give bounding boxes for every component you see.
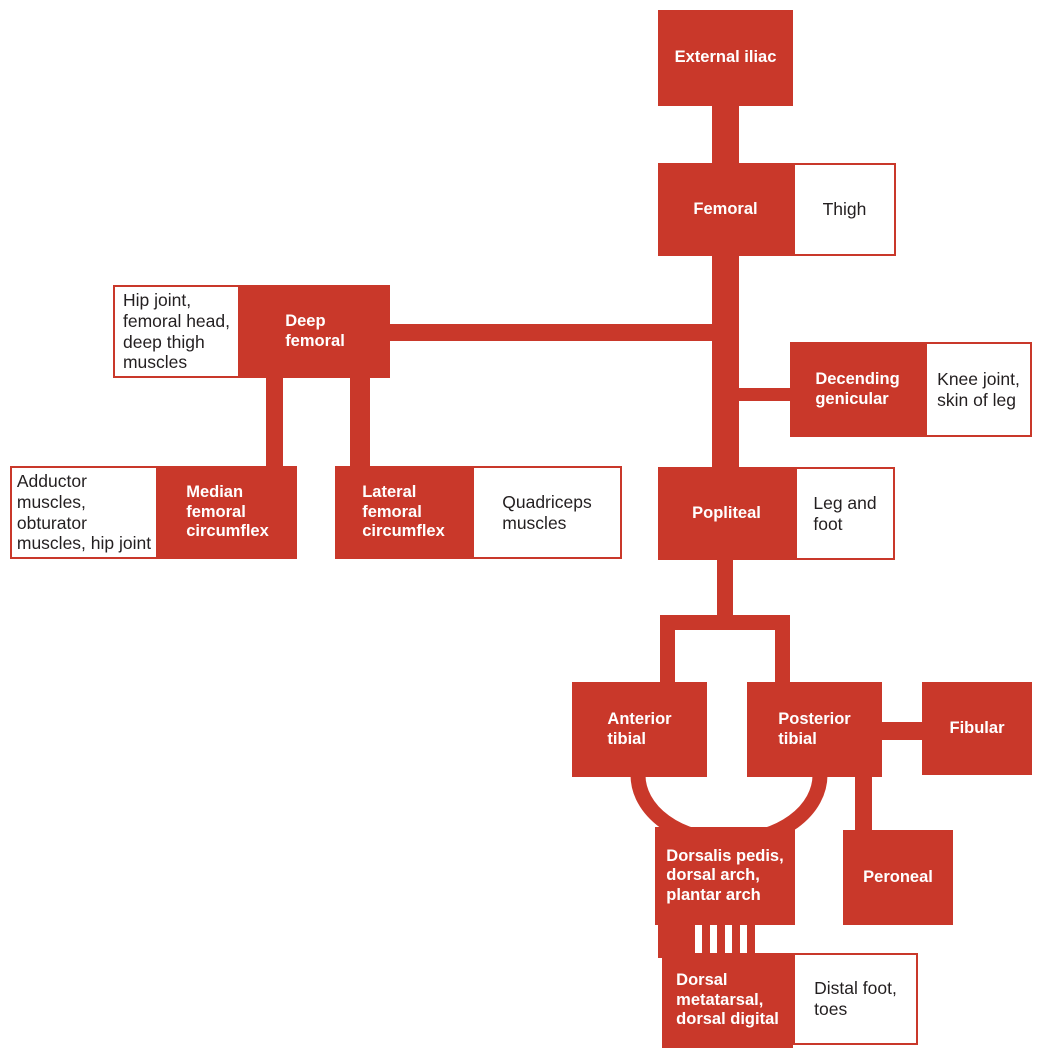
node-posterior-tibial: Posterior tibial <box>747 682 882 777</box>
node-external-iliac: External iliac <box>658 10 793 106</box>
connector-dorsalis-metatarsal-wide <box>658 920 695 958</box>
node-fibular: Fibular <box>922 682 1032 775</box>
region-knee-joint-skin-of-leg: Knee joint, skin of leg <box>925 342 1032 437</box>
connector-posterior-tibial-peroneal <box>855 774 872 834</box>
node-peroneal: Peroneal <box>843 830 953 925</box>
node-dorsalis-pedis: Dorsalis pedis, dorsal arch, plantar arc… <box>655 827 795 925</box>
region-distal-foot-toes: Distal foot, toes <box>793 953 918 1045</box>
connector-popliteal-split <box>717 557 733 617</box>
node-median-femoral-circumflex: Median femoral circumflex <box>158 466 297 559</box>
connector-femoral-popliteal <box>712 252 739 470</box>
region-leg-and-foot: Leg and foot <box>795 467 895 560</box>
connector-dorsalis-metatarsal-2 <box>717 920 725 958</box>
region-adductor-obturator-muscles: Adductor muscles, obturator muscles, hip… <box>10 466 158 559</box>
node-anterior-tibial: Anterior tibial <box>572 682 707 777</box>
node-femoral: Femoral <box>658 163 793 256</box>
connector-deep-femoral-median-circumflex <box>266 375 283 470</box>
node-lateral-femoral-circumflex: Lateral femoral circumflex <box>335 466 472 559</box>
region-hip-joint-femoral-head: Hip joint, femoral head, deep thigh musc… <box>113 285 240 378</box>
node-popliteal: Popliteal <box>658 467 795 560</box>
connector-split-anterior-tibial <box>660 615 675 685</box>
connector-deep-femoral-lateral-circumflex <box>350 375 370 470</box>
connector-femoral-descending-genicular <box>736 388 794 401</box>
connector-femoral-deep-femoral <box>385 324 715 341</box>
region-thigh: Thigh <box>793 163 896 256</box>
connector-dorsalis-metatarsal-1 <box>702 920 710 958</box>
connector-dorsalis-metatarsal-4 <box>747 920 755 958</box>
region-quadriceps-muscles: Quadriceps muscles <box>472 466 622 559</box>
connector-dorsalis-metatarsal-3 <box>732 920 740 958</box>
connector-split-posterior-tibial <box>775 615 790 685</box>
connector-split-bar <box>660 615 790 630</box>
connector-external-iliac-femoral <box>712 100 739 168</box>
node-deep-femoral: Deep femoral <box>240 285 390 378</box>
connector-posterior-tibial-fibular <box>878 722 926 740</box>
node-descending-genicular: Decending genicular <box>790 342 925 437</box>
node-dorsal-metatarsal: Dorsal metatarsal, dorsal digital <box>662 953 793 1048</box>
